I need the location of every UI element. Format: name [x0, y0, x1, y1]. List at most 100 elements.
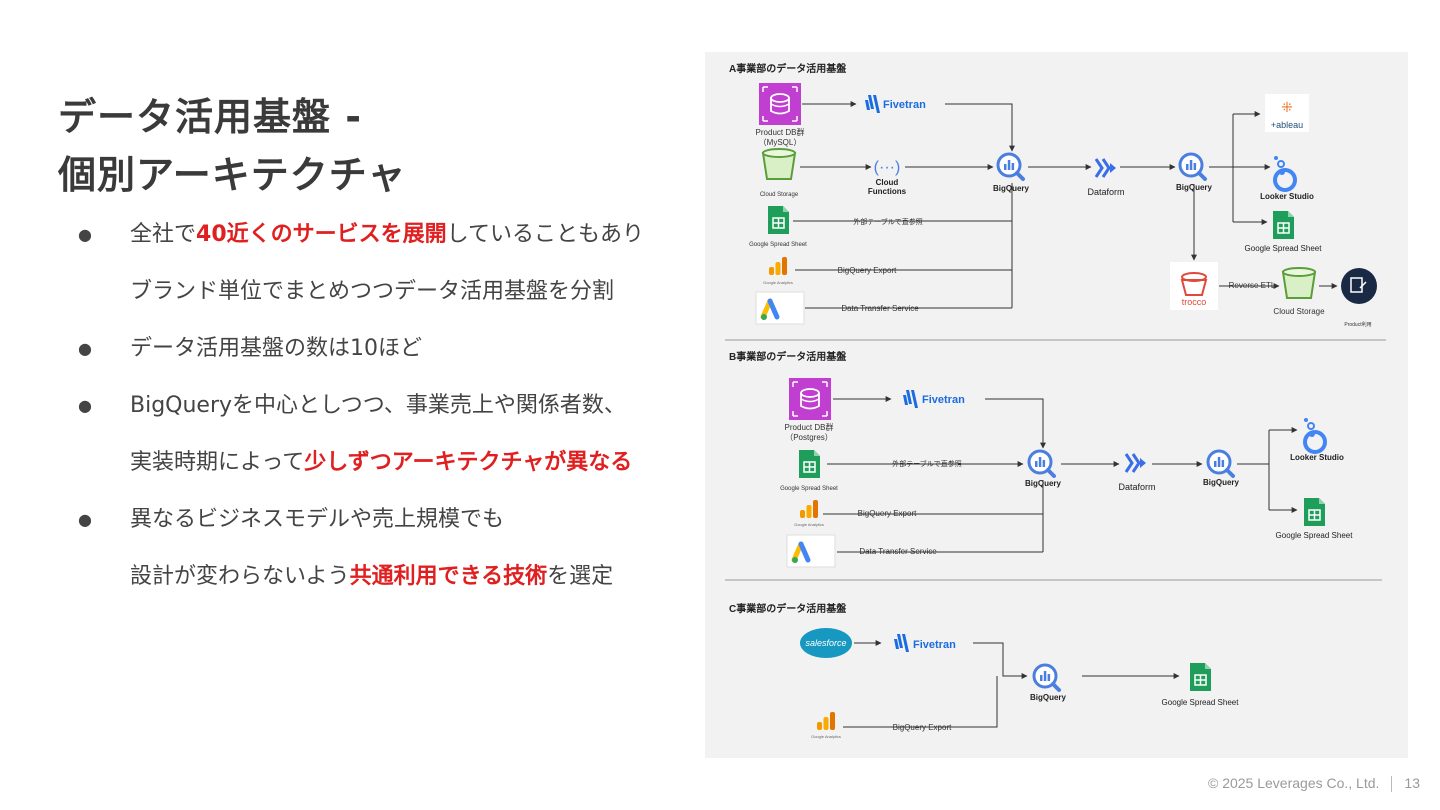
dataform-b-label: Dataform: [1118, 482, 1155, 492]
fivetran-c-label: Fivetran: [913, 639, 956, 651]
bullet-item: ● 異なるビジネスモデルや売上規模でも: [78, 497, 718, 554]
cloud-storage-label: Cloud Storage: [760, 192, 799, 198]
looker-studio-icon: [1272, 154, 1297, 192]
page-number: 13: [1404, 774, 1420, 791]
gsheet-out-label: Google Spread Sheet: [1245, 244, 1323, 253]
google-sheet-icon: [767, 205, 790, 235]
google-sheet-icon: [1303, 497, 1326, 527]
google-sheet-icon: [798, 449, 821, 479]
product-db-sub: （MySQL）: [759, 138, 802, 147]
gsheet-b-in-label: Google Spread Sheet: [780, 486, 838, 492]
google-sheet-icon: [1189, 662, 1212, 692]
google-analytics-icon: [817, 712, 835, 730]
looker-label: Looker Studio: [1260, 192, 1314, 201]
bullet-continuation: ブランド単位でまとめつつデータ活用基盤を分割: [78, 269, 718, 326]
section-b-connectors: [823, 396, 1298, 553]
title-line-1: データ活用基盤 -: [58, 95, 363, 139]
slide-title: データ活用基盤 - 個別アーキテクチャ: [58, 88, 406, 204]
product-db-b-label: Product DB群: [785, 422, 834, 432]
trocco-label: trocco: [1182, 297, 1207, 307]
bigquery-label: BigQuery: [993, 184, 1030, 193]
svg-text:(···): (···): [874, 159, 901, 176]
cloud-functions-label-2: Functions: [868, 187, 907, 196]
product-app-icon: [1341, 268, 1377, 304]
bigquery-icon: [1027, 449, 1056, 478]
bullet-continuation: 設計が変わらないよう共通利用できる技術を選定: [78, 554, 718, 611]
google-analytics-icon: [769, 257, 787, 275]
bullet-text: データ活用基盤の数は10ほど: [130, 336, 422, 361]
cloud-functions-icon: (···): [874, 159, 901, 176]
section-b-title: B事業部のデータ活用基盤: [729, 350, 847, 363]
bullet-highlight: 共通利用できる技術: [349, 564, 548, 589]
bigquery2-b-label: BigQuery: [1203, 478, 1240, 487]
fivetran-b-label: Fivetran: [922, 394, 965, 406]
fivetran-icon: [865, 95, 880, 113]
dataform-icon: [1094, 157, 1118, 179]
ga-label: Google Analytics: [763, 280, 793, 285]
bullet-list: ● 全社で40近くのサービスを展開していることもあり ブランド単位でまとめつつデ…: [78, 212, 718, 611]
cloud-storage2-label: Cloud Storage: [1273, 307, 1325, 316]
section-c-connectors: [843, 640, 1180, 728]
bullet-highlight: 少しずつアーキテクチャが異なる: [304, 450, 633, 475]
looker-b-label: Looker Studio: [1290, 453, 1344, 462]
bullet-text: 実装時期によって: [130, 450, 305, 475]
copyright: © 2025 Leverages Co., Ltd.: [1207, 774, 1380, 791]
dataform-icon: [1124, 452, 1148, 474]
dataform-label: Dataform: [1087, 187, 1124, 197]
bullet-text: 異なるビジネスモデルや売上規模でも: [130, 507, 505, 532]
bullet-dot: ●: [78, 225, 92, 244]
trocco-icon: trocco: [1170, 262, 1218, 310]
looker-studio-icon: [1302, 416, 1327, 454]
bullet-highlight: 40近くのサービスを展開: [196, 222, 447, 247]
footer: © 2025 Leverages Co., Ltd. 13: [1208, 775, 1420, 792]
bullet-text: 全社で: [130, 222, 197, 247]
salesforce-label: salesforce: [805, 638, 846, 648]
product-db-icon: [758, 82, 802, 126]
google-ads-icon: [756, 292, 804, 324]
bullet-item: ● データ活用基盤の数は10ほど: [78, 326, 718, 383]
title-line-2: 個別アーキテクチャ: [58, 153, 407, 197]
bigquery-icon: [1206, 449, 1235, 478]
bullet-dot: ●: [78, 510, 92, 529]
bullet-text: BigQueryを中心としつつ、事業売上や関係者数、: [130, 393, 626, 418]
cloud-storage-icon: [762, 148, 796, 180]
bigquery-c-label: BigQuery: [1030, 693, 1067, 702]
bullet-continuation: 実装時期によって少しずつアーキテクチャが異なる: [78, 440, 718, 497]
ga-b-label: Google Analytics: [794, 522, 824, 527]
bigquery-icon: [996, 152, 1025, 181]
footer-divider: [1391, 776, 1393, 792]
bullet-dot: ●: [78, 339, 92, 358]
product-db-label: Product DB群: [756, 127, 805, 137]
cloud-storage-icon: [1282, 267, 1316, 299]
product-db-icon: [788, 377, 832, 421]
bullet-item: ● 全社で40近くのサービスを展開していることもあり: [78, 212, 718, 269]
google-analytics-icon: [800, 500, 818, 518]
architecture-diagram: A事業部のデータ活用基盤 Product DB群 （MySQL） Fivetra…: [705, 52, 1408, 758]
product-use-label: Product利用: [1344, 321, 1371, 328]
bullet-text: ブランド単位でまとめつつデータ活用基盤を分割: [130, 279, 615, 304]
gsheet-c-out-label: Google Spread Sheet: [1162, 698, 1240, 707]
bigquery-icon: [1032, 663, 1061, 692]
google-sheet-icon: [1272, 210, 1295, 240]
section-a-connectors: [793, 101, 1338, 309]
cloud-functions-label-1: Cloud: [876, 178, 899, 187]
tableau-icon: ⁜ +ableau: [1265, 94, 1309, 132]
section-a-title: A事業部のデータ活用基盤: [729, 62, 847, 75]
bullet-text: していることもあり: [446, 222, 644, 247]
svg-text:⁜: ⁜: [1281, 99, 1293, 115]
fivetran-label: Fivetran: [883, 99, 926, 111]
fivetran-icon: [894, 634, 909, 652]
bigquery-icon: [1178, 152, 1207, 181]
bullet-text: 設計が変わらないよう: [130, 564, 350, 589]
tableau-label: +ableau: [1271, 120, 1303, 130]
salesforce-icon: salesforce: [800, 628, 852, 658]
product-db-b-sub: （Postgres）: [785, 433, 833, 442]
gsheet-b-out-label: Google Spread Sheet: [1276, 531, 1354, 540]
fivetran-icon: [903, 390, 918, 408]
bullet-text: を選定: [547, 564, 614, 589]
bullet-dot: ●: [78, 396, 92, 415]
gsheet-in-label: Google Spread Sheet: [749, 242, 807, 248]
google-ads-icon: [787, 535, 835, 567]
section-c-title: C事業部のデータ活用基盤: [729, 602, 847, 615]
bullet-item: ● BigQueryを中心としつつ、事業売上や関係者数、: [78, 383, 718, 440]
